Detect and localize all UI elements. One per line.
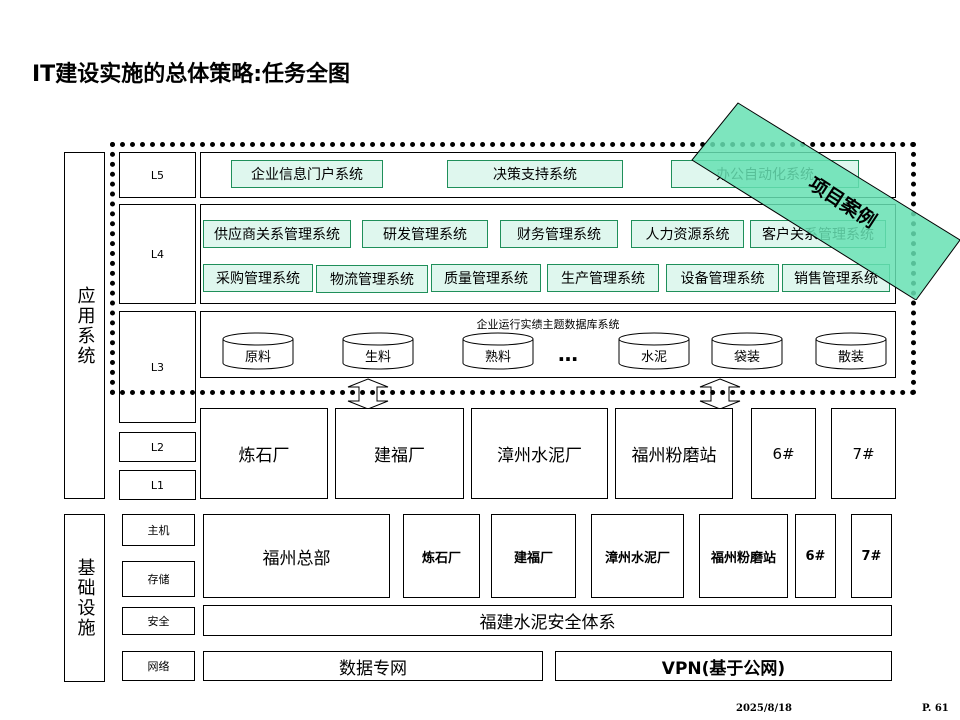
l4-finance-system: 财务管理系统 [500,220,618,248]
infra-site-jianfu: 建福厂 [491,514,576,598]
app-section-label: 应用系统 [74,285,96,366]
infra-section-label: 基础设施 [74,558,96,638]
l4-srm-system: 供应商关系管理系统 [203,220,351,248]
l4-procurement-system: 采购管理系统 [203,264,313,292]
plant-fuzhou-grinding: 福州粉磨站 [615,408,733,499]
footer-page: P. 61 [922,703,949,714]
db-label: 水泥 [640,350,667,365]
db-label: 原料 [244,350,271,365]
page-title: IT建设实施的总体策略:任务全图 [32,62,350,87]
l4-logistics-system: 物流管理系统 [316,265,428,293]
infra-site-6: 6# [795,514,836,598]
plant-7: 7# [831,408,896,499]
db-cylinder-bulk: 散装 [815,332,887,370]
infra-label-network: 网络 [122,651,195,681]
l5-decision-support-system: 决策支持系统 [447,160,623,188]
l5-portal-system: 企业信息门户系统 [231,160,383,188]
infra-label-storage: 存储 [122,561,195,597]
level-l4: L4 [119,204,196,304]
l4-quality-system: 质量管理系统 [431,264,541,292]
plant-zhangzhou: 漳州水泥厂 [471,408,608,499]
app-section-label-box: 应用系统 [64,152,105,499]
infra-vpn: VPN(基于公网) [555,651,892,681]
infra-security-system: 福建水泥安全体系 [203,605,892,636]
level-l2: L2 [119,432,196,462]
db-cylinder-clinker: 熟料 [462,332,534,370]
level-l3: L3 [119,311,196,423]
infra-private-network: 数据专网 [203,651,543,681]
db-cylinder-bagged: 袋装 [711,332,783,370]
project-case-banner [691,102,960,300]
plant-jianfu: 建福厂 [335,408,464,499]
infra-label-host: 主机 [122,514,195,546]
db-cylinder-raw: 原料 [222,332,294,370]
db-cylinder-raw-meal: 生料 [342,332,414,370]
plant-lianshi: 炼石厂 [200,408,328,499]
infra-label-security: 安全 [122,607,195,635]
db-label: 生料 [364,350,391,365]
infra-section-label-box: 基础设施 [64,514,105,682]
l3-header: 企业运行实绩主题数据库系统 [476,318,620,331]
db-label: 熟料 [484,350,511,365]
infra-hq-fuzhou: 福州总部 [203,514,390,598]
l4-hr-system: 人力资源系统 [631,220,744,248]
infra-site-fuzhou-grinding: 福州粉磨站 [699,514,788,598]
db-label: 散装 [837,350,864,365]
infra-site-7: 7# [851,514,892,598]
l4-equipment-system: 设备管理系统 [666,264,779,292]
db-ellipsis: … [558,342,578,366]
level-l1: L1 [119,470,196,500]
l4-rd-system: 研发管理系统 [362,220,488,248]
l4-production-system: 生产管理系统 [547,264,659,292]
footer-date: 2025/8/18 [736,703,793,714]
db-label: 袋装 [733,350,760,365]
infra-site-zhangzhou: 漳州水泥厂 [591,514,684,598]
level-l5: L5 [119,152,196,198]
plant-6: 6# [751,408,816,499]
db-cylinder-cement: 水泥 [618,332,690,370]
infra-site-lianshi: 炼石厂 [403,514,480,598]
